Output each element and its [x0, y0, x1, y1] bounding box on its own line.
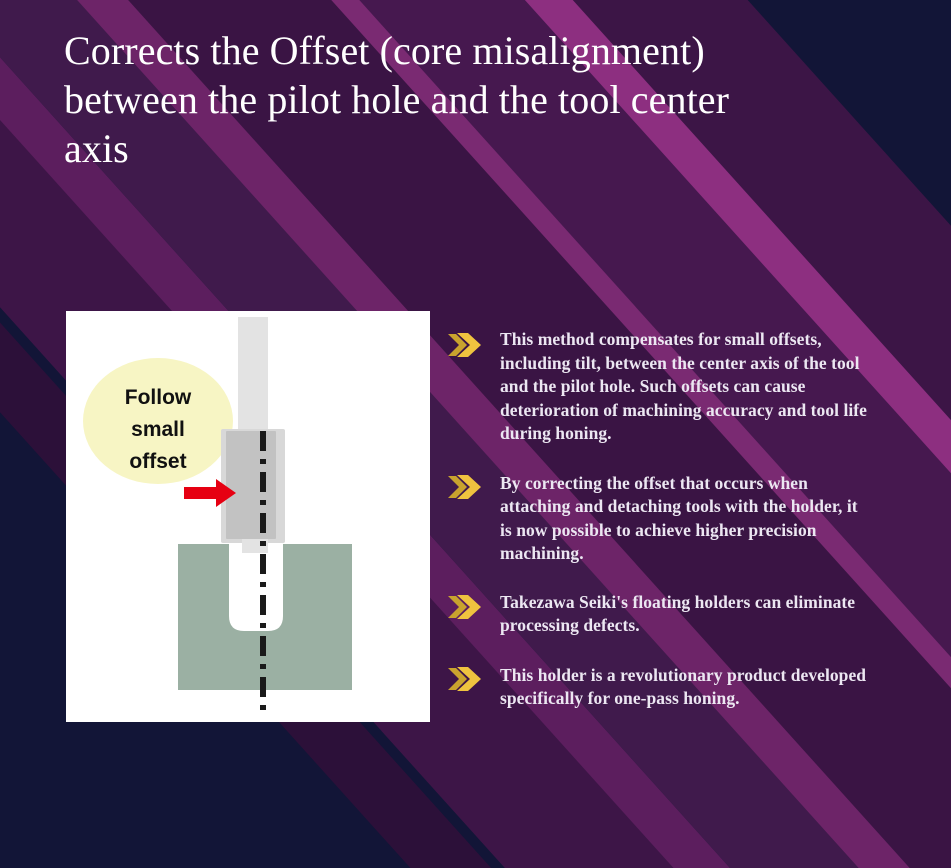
callout-line-1: Follow [125, 386, 192, 409]
list-item-text: Takezawa Seiki's floating holders can el… [500, 591, 856, 636]
double-chevron-right-icon [448, 333, 481, 357]
double-chevron-right-icon [448, 474, 481, 499]
callout-line-3: offset [129, 450, 186, 473]
tool-shaft [238, 317, 268, 435]
bullet-list: This method compensates for small offset… [448, 328, 904, 711]
list-item: Takezawa Seiki's floating holders can el… [448, 590, 904, 638]
page-title: Corrects the Offset (core misalignment) … [64, 28, 730, 171]
list-item-text: This method compensates for small offset… [500, 329, 867, 443]
callout-line-2: small [131, 418, 185, 441]
holder-body [226, 431, 276, 539]
double-chevron-right-icon [448, 594, 481, 619]
offset-diagram: Follow small offset [83, 317, 352, 715]
list-item: This method compensates for small offset… [448, 328, 904, 446]
list-item-text: This holder is a revolutionary product d… [500, 664, 867, 709]
double-chevron-right-icon [448, 666, 481, 691]
list-item: This holder is a revolutionary product d… [448, 662, 904, 711]
pilot-bore [229, 544, 283, 631]
list-item: By correcting the offset that occurs whe… [448, 470, 904, 566]
list-item-text: By correcting the offset that occurs whe… [500, 472, 858, 564]
illustration-panel: Follow small offset [66, 311, 430, 722]
